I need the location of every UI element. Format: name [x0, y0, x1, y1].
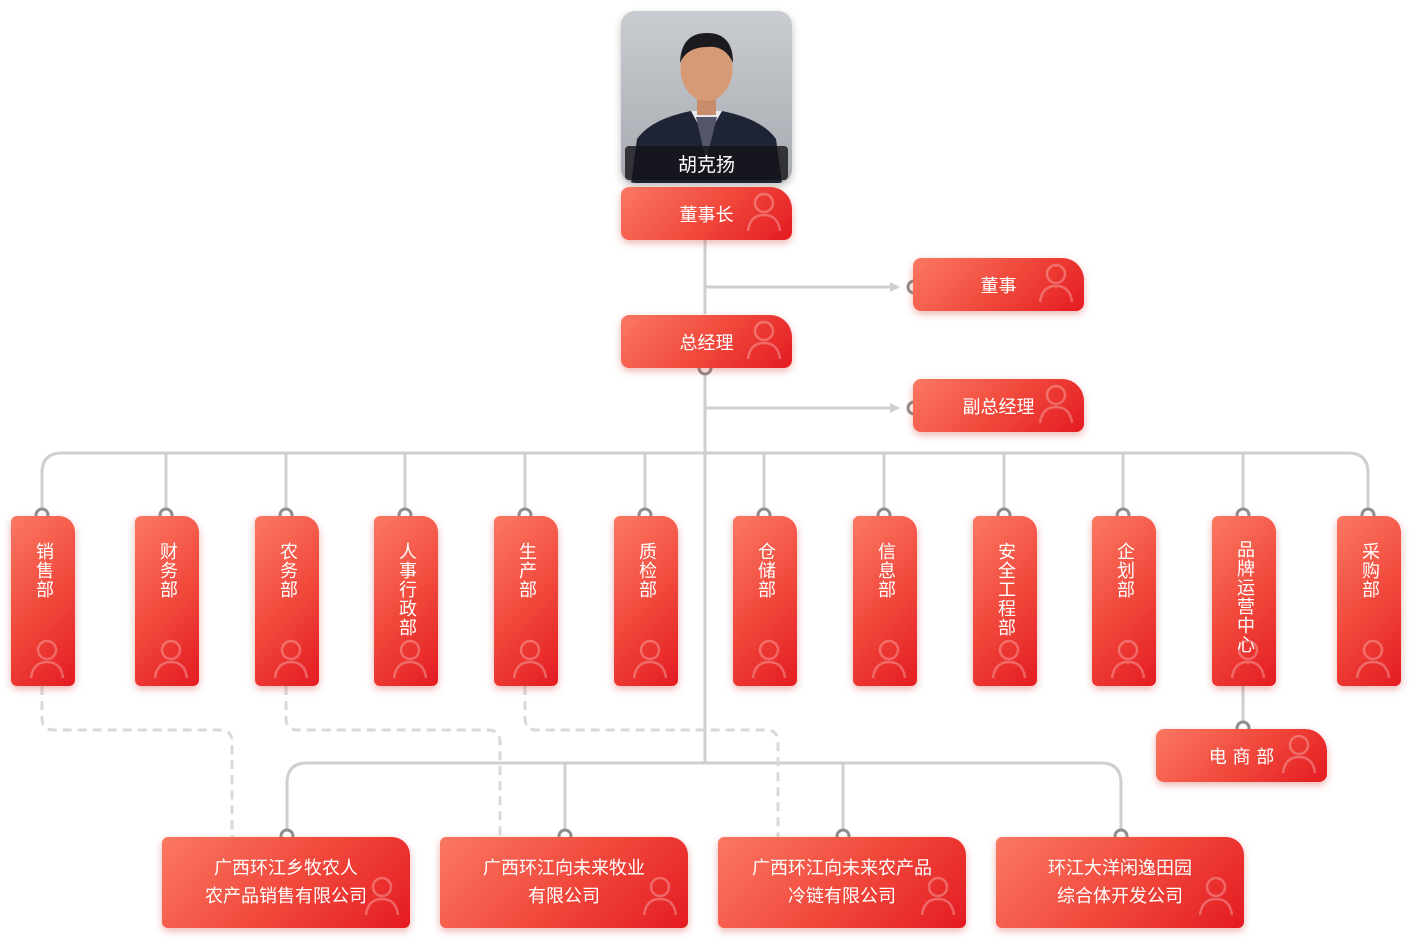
person-watermark-icon: [987, 636, 1031, 684]
person-watermark-icon: [508, 636, 552, 684]
dept-label: 生产部: [516, 542, 537, 599]
person-watermark-icon: [388, 636, 432, 684]
dept-purchasing: 采购部: [1337, 516, 1401, 686]
person-watermark-icon: [360, 873, 404, 926]
dept-brand-operations: 品牌运营中心: [1212, 516, 1276, 686]
company-name-line2: 农产品销售有限公司: [205, 885, 367, 907]
person-watermark-icon: [1194, 873, 1238, 926]
person-watermark-icon: [916, 873, 960, 926]
person-watermark-icon: [628, 636, 672, 684]
company-name-line1: 广西环江向未来农产品: [752, 857, 932, 879]
dept-label: 质检部: [636, 542, 657, 599]
company-name-line2: 有限公司: [528, 885, 600, 907]
dept-quality: 质检部: [614, 516, 678, 686]
general-manager-label: 总经理: [679, 332, 734, 354]
general-manager-box: 总经理: [621, 315, 792, 368]
chairman-title: 董事长: [679, 204, 734, 226]
dept-production: 生产部: [494, 516, 558, 686]
deputy-gm-label: 副总经理: [962, 396, 1035, 418]
chairman-name: 胡克扬: [625, 146, 788, 180]
dept-hr-admin: 人事行政部: [374, 516, 438, 686]
dept-sales: 销售部: [11, 516, 75, 686]
company-box: 广西环江乡牧农人农产品销售有限公司: [162, 837, 410, 928]
company-box: 广西环江向未来农产品冷链有限公司: [718, 837, 966, 928]
chairman-box: 董事长: [621, 187, 792, 240]
person-watermark-icon: [1034, 260, 1078, 309]
dept-label: 农务部: [277, 542, 298, 599]
dept-label: 安全工程部: [995, 542, 1016, 637]
person-watermark-icon: [747, 636, 791, 684]
person-watermark-icon: [269, 636, 313, 684]
dept-label: 品牌运营中心: [1234, 540, 1255, 654]
dept-label: 采购部: [1359, 542, 1380, 599]
ecommerce-box: 电 商 部: [1156, 729, 1327, 782]
chairman-photo: 胡克扬: [621, 11, 792, 183]
dept-warehouse: 仓储部: [733, 516, 797, 686]
company-name-line1: 广西环江向未来牧业: [483, 857, 645, 879]
dept-label: 销售部: [33, 542, 54, 599]
person-watermark-icon: [638, 873, 682, 926]
director-box: 董事: [913, 258, 1084, 311]
dept-agriculture: 农务部: [255, 516, 319, 686]
person-watermark-icon: [149, 636, 193, 684]
company-name-line1: 广西环江乡牧农人: [214, 857, 358, 879]
dept-label: 人事行政部: [396, 542, 417, 637]
company-box: 广西环江向未来牧业有限公司: [440, 837, 688, 928]
person-watermark-icon: [1106, 636, 1150, 684]
dept-planning: 企划部: [1092, 516, 1156, 686]
company-name-line2: 冷链有限公司: [788, 885, 896, 907]
ecommerce-label: 电 商 部: [1208, 746, 1275, 768]
dept-label: 企划部: [1114, 542, 1135, 599]
dept-label: 仓储部: [755, 542, 776, 599]
dept-label: 信息部: [875, 542, 896, 599]
person-watermark-icon: [1226, 636, 1270, 684]
person-watermark-icon: [867, 636, 911, 684]
company-name-line2: 综合体开发公司: [1057, 885, 1183, 907]
dept-finance: 财务部: [135, 516, 199, 686]
dept-safety-engineering: 安全工程部: [973, 516, 1037, 686]
deputy-gm-box: 副总经理: [913, 379, 1084, 432]
person-watermark-icon: [1351, 636, 1395, 684]
director-label: 董事: [980, 275, 1017, 297]
dept-information: 信息部: [853, 516, 917, 686]
person-watermark-icon: [742, 317, 786, 366]
person-watermark-icon: [25, 636, 69, 684]
person-watermark-icon: [1034, 381, 1078, 430]
company-name-line1: 环江大洋闲逸田园: [1048, 857, 1192, 879]
person-watermark-icon: [1277, 731, 1321, 780]
person-watermark-icon: [742, 189, 786, 238]
company-box: 环江大洋闲逸田园综合体开发公司: [996, 837, 1244, 928]
dept-label: 财务部: [157, 542, 178, 599]
